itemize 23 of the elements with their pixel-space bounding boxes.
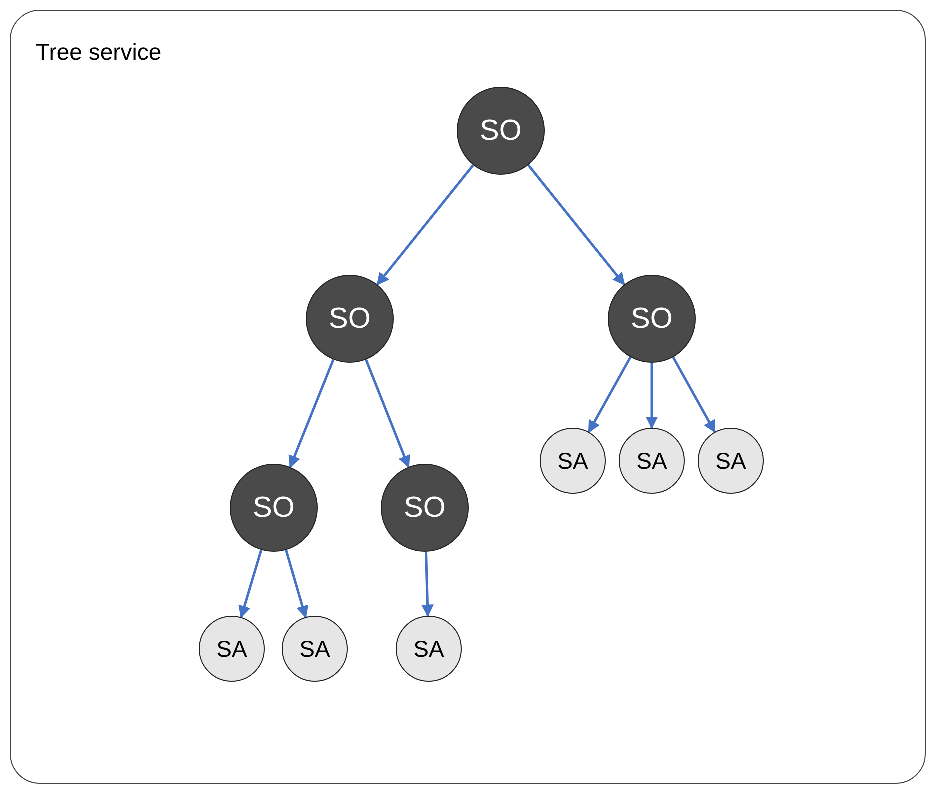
arrow (285, 550, 309, 619)
service-circle: SO (230, 464, 318, 552)
arrow (672, 356, 716, 434)
arrow (376, 164, 474, 286)
arrow (646, 363, 658, 430)
arrow (288, 359, 335, 468)
group-label: Tree service (36, 39, 162, 66)
arrow (238, 550, 263, 619)
agent-circle: SA (540, 428, 606, 494)
service-circle: SO (457, 87, 545, 175)
service-circle: SO (381, 464, 469, 552)
arrow (422, 552, 434, 618)
agent-circle: SA (282, 616, 348, 682)
arrow (588, 356, 632, 434)
service-circle: SO (306, 275, 394, 363)
service-circle: SO (608, 275, 696, 363)
agent-circle: SA (619, 428, 685, 494)
arrow (365, 359, 410, 468)
arrow (528, 164, 626, 286)
agent-circle: SA (698, 428, 764, 494)
agent-circle: SA (396, 616, 462, 682)
agent-circle: SA (199, 616, 265, 682)
container-frame (10, 10, 926, 784)
